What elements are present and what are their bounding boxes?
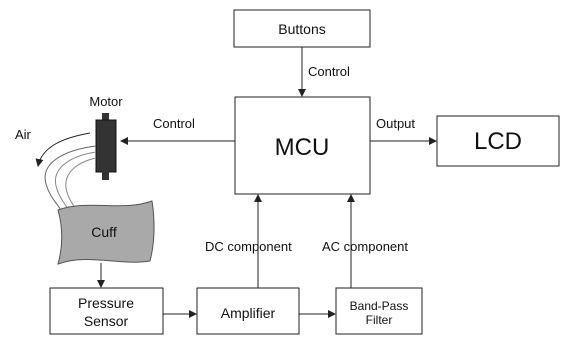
- output-label: Output: [376, 116, 415, 131]
- ac-component-label: AC component: [322, 239, 408, 254]
- motor-body: [95, 119, 117, 173]
- motor-shaft-top: [102, 113, 109, 121]
- air-arrow: [35, 132, 91, 167]
- amplifier-block: [196, 287, 300, 335]
- tube-inner: [65, 157, 97, 213]
- amplifier-label: Amplifier: [221, 305, 276, 321]
- lcd-label: LCD: [474, 128, 522, 155]
- buttons-block: [233, 9, 371, 48]
- air-label: Air: [15, 127, 32, 142]
- band-pass-filter-block: [335, 287, 423, 335]
- mcu-label: MCU: [275, 134, 330, 161]
- motor-control-label: Control: [153, 116, 195, 131]
- band-pass-filter-label-line1: Band-Pass: [350, 299, 409, 313]
- lcd-block: [436, 115, 560, 167]
- motor-shaft-bottom: [102, 171, 109, 180]
- pressure-sensor-label-line2: Sensor: [84, 313, 129, 329]
- dc-component-label: DC component: [205, 239, 292, 254]
- pressure-sensor-label-line1: Pressure: [78, 295, 134, 311]
- tube-outer: [44, 145, 97, 213]
- motor-label: Motor: [89, 94, 123, 109]
- cuff-label: Cuff: [91, 224, 117, 240]
- cuff-shape: [57, 200, 155, 265]
- tube-middle: [54, 151, 97, 213]
- buttons-label: Buttons: [278, 21, 325, 37]
- pressure-sensor-block: [49, 287, 164, 335]
- band-pass-filter-label-line2: Filter: [366, 313, 393, 327]
- mcu-block: [234, 96, 371, 195]
- buttons-control-label: Control: [308, 64, 350, 79]
